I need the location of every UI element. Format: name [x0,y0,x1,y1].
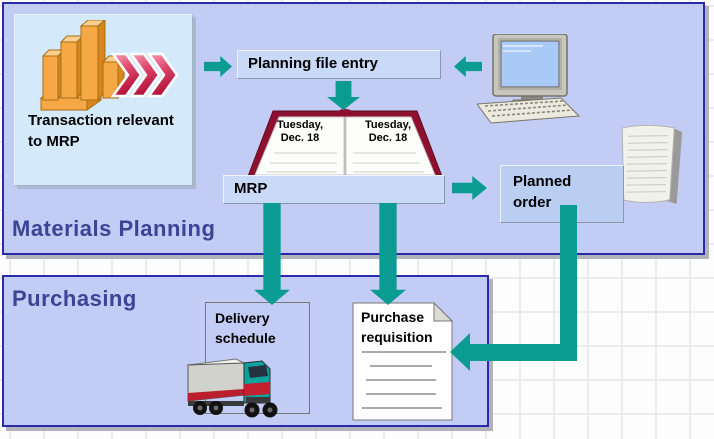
dog-ear-document-icon [352,302,453,421]
elbow-arrow-horizontal-segment [468,344,570,361]
elbow-arrow-vertical-segment [560,205,577,361]
transaction-box: Transaction relevant to MRP [14,14,193,186]
materials-planning-heading: Materials Planning [12,216,216,241]
truck-icon [186,358,278,418]
document-icon [621,124,683,204]
purchasing-heading: Purchasing [12,286,137,311]
calendar-left-page: Tuesday, Dec. 18 [262,119,338,144]
calendar-right-line1: Tuesday, [364,119,412,131]
purchase-requisition-document: Purchase requisition [352,302,453,421]
calendar-right-page: Tuesday, Dec. 18 [350,119,426,144]
chevrons-right-icon [111,52,179,98]
calendar-left-line1: Tuesday, [276,119,324,131]
purchase-requisition-label: Purchase requisition [361,309,433,345]
transaction-label: Transaction relevant to MRP [28,112,174,150]
planned-order-label: Planned order [513,173,572,211]
calendar-left-line2: Dec. 18 [280,131,320,144]
mrp-box: MRP [223,175,445,204]
calendar-right-line2: Dec. 18 [368,131,408,144]
computer-icon [477,34,581,124]
bar-chart-icon [39,20,126,111]
planning-file-entry-box: Planning file entry [237,50,441,79]
calendar-book-icon [247,109,443,179]
